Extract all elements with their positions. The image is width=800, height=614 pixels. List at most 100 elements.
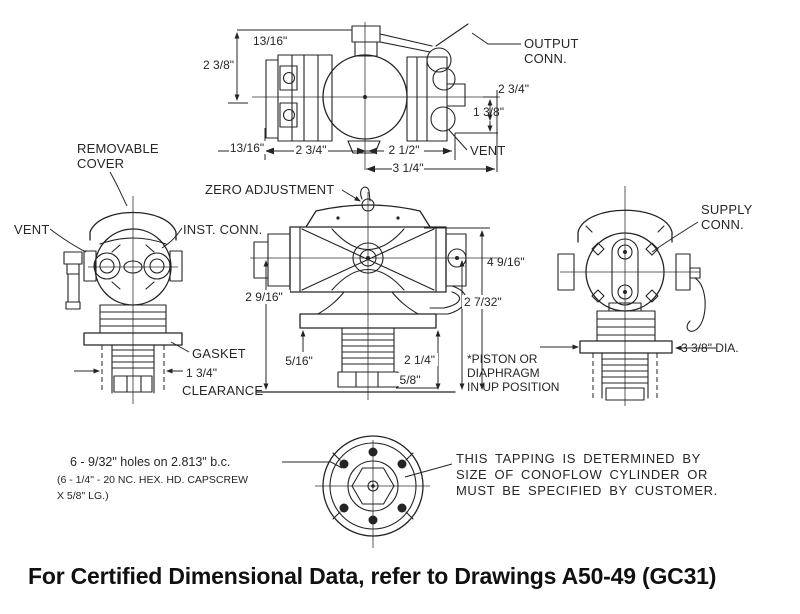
body-hatch-marks: [111, 244, 155, 290]
left-view-centerlines: [88, 196, 178, 404]
arrowhead: [486, 165, 495, 173]
label-bg: [229, 141, 266, 154]
clearance-dim-label: 1 3/4": [186, 366, 217, 380]
center-tap: [367, 480, 379, 492]
cover-dome: [577, 209, 673, 243]
arrowhead: [368, 147, 377, 155]
mid-port-circle: [432, 67, 456, 91]
holes-note-line3: X 5/8" LG.): [57, 490, 109, 502]
right-knob: [447, 248, 467, 268]
label-bg: [240, 290, 290, 304]
piston-note-line2: DIAPHRAGM: [467, 366, 540, 380]
base-plate: [83, 332, 183, 346]
top-cover: [305, 204, 431, 228]
dim-top-offset-label: 13/16": [253, 34, 287, 48]
output-conn-label-line1: OUTPUT: [524, 36, 579, 51]
inst-port: [143, 252, 171, 280]
hub-dot: [366, 256, 370, 260]
inst-port-inner: [99, 258, 115, 274]
bolt-hole: [368, 447, 378, 457]
dim-right-upper-label: 2 3/4": [498, 82, 529, 96]
right-view: SUPPLY CONN. 3 3/8" DIA.: [540, 186, 753, 406]
dim-stud-height-label: 2 1/4": [404, 353, 435, 367]
clearance-label: CLEARANCE: [182, 383, 263, 398]
base-plate: [299, 313, 437, 329]
supply-conn-label-line1: SUPPLY: [701, 202, 753, 217]
bolt-hole-ticks: [332, 452, 414, 520]
cover-dot: [396, 216, 400, 220]
hex-nut: [605, 387, 645, 401]
bolt-hole: [397, 459, 407, 469]
outer-flange-circle: [322, 435, 424, 537]
lower-port-dot: [623, 290, 627, 294]
dim-right-height-label: 2 7/32": [464, 295, 502, 309]
right-flange-assembly: [406, 56, 466, 142]
removable-cover-label-line1: REMOVABLE: [77, 141, 159, 156]
top-connector-and-lever: [351, 23, 469, 57]
tapping-note-line2: SIZE OF CONOFLOW CYLINDER OR: [456, 467, 708, 482]
base-plate: [579, 340, 673, 354]
vent-label: VENT: [470, 143, 505, 158]
holes-leader: [282, 461, 343, 469]
hex-nut: [337, 371, 399, 388]
tapping-leader: [404, 463, 453, 478]
vent-label: VENT: [14, 222, 49, 237]
center-boss: [123, 260, 143, 274]
gasket-leader: [170, 341, 190, 353]
zero-adjust-lever: [360, 186, 371, 202]
cover-leader: [109, 171, 128, 207]
output-leader: [471, 32, 521, 45]
top-view: 13/16" 2 3/8" OUTPUT CONN. 2 3/4" 1 3/8"…: [203, 22, 579, 175]
extension-lines: [228, 90, 498, 172]
arrowhead: [357, 147, 366, 155]
vent-leader: [448, 129, 468, 151]
bolt-hole: [339, 459, 349, 469]
dim-base-diameter-label: 3 3/8" DIA.: [681, 341, 739, 355]
latch-screw: [282, 71, 296, 85]
right-tie-lines: [455, 96, 498, 134]
label-bg: [396, 373, 424, 386]
left-flange-assembly: [265, 54, 333, 142]
dim-plate-thickness-label: 5/16": [285, 354, 313, 368]
side-tabs: [83, 250, 183, 282]
hex-feature: [351, 467, 395, 505]
upper-port: [617, 244, 633, 260]
arrowhead: [265, 147, 274, 155]
hub-inner: [359, 249, 377, 267]
bolt-hole: [397, 503, 407, 513]
vent-port-circle: [430, 106, 456, 132]
dim-bottom-left-label: 2 3/4": [296, 143, 327, 157]
right-end-cap: [445, 233, 467, 287]
dim-bottom-right-label: 2 1/2": [389, 143, 420, 157]
label-bg: [398, 353, 438, 366]
arrowhead: [443, 147, 452, 155]
inst-conn-leader: [161, 227, 183, 249]
label-bg: [462, 295, 508, 309]
latch-screw: [282, 108, 296, 122]
label-bg: [392, 161, 424, 174]
hex-nut: [113, 375, 153, 393]
threaded-stud: [601, 352, 649, 399]
center-view: ZERO ADJUSTMENT 2 9/16" 5/16" 2 1/4" 5/8…: [205, 182, 559, 400]
vent-leader: [49, 228, 87, 253]
vent-hook: [686, 267, 706, 332]
zero-adjust-screw: [361, 198, 375, 212]
piston-note-line1: *PISTON OR: [467, 352, 538, 366]
tapping-note-line3: MUST BE SPECIFIED BY CUSTOMER.: [456, 483, 718, 498]
gasket-label: GASKET: [192, 346, 246, 361]
zero-adjustment-label: ZERO ADJUSTMENT: [205, 182, 334, 197]
bolt-hole: [339, 503, 349, 513]
dim-left-height-label: 2 3/8": [203, 58, 234, 72]
inst-port-inner: [149, 258, 165, 274]
top-port-circle: [426, 47, 452, 73]
inst-conn-label: INST. CONN.: [183, 222, 262, 237]
tapping-detail: 6 - 9/32" holes on 2.813" b.c. (6 - 1/4"…: [57, 435, 718, 548]
left-end-cap: [253, 233, 291, 287]
top-view-centerlines: [252, 22, 500, 170]
right-view-centerlines: [560, 186, 700, 406]
port-boss-outline: [611, 238, 639, 306]
arrowhead: [366, 165, 375, 173]
footer-caption: For Certified Dimensional Data, refer to…: [28, 563, 716, 589]
